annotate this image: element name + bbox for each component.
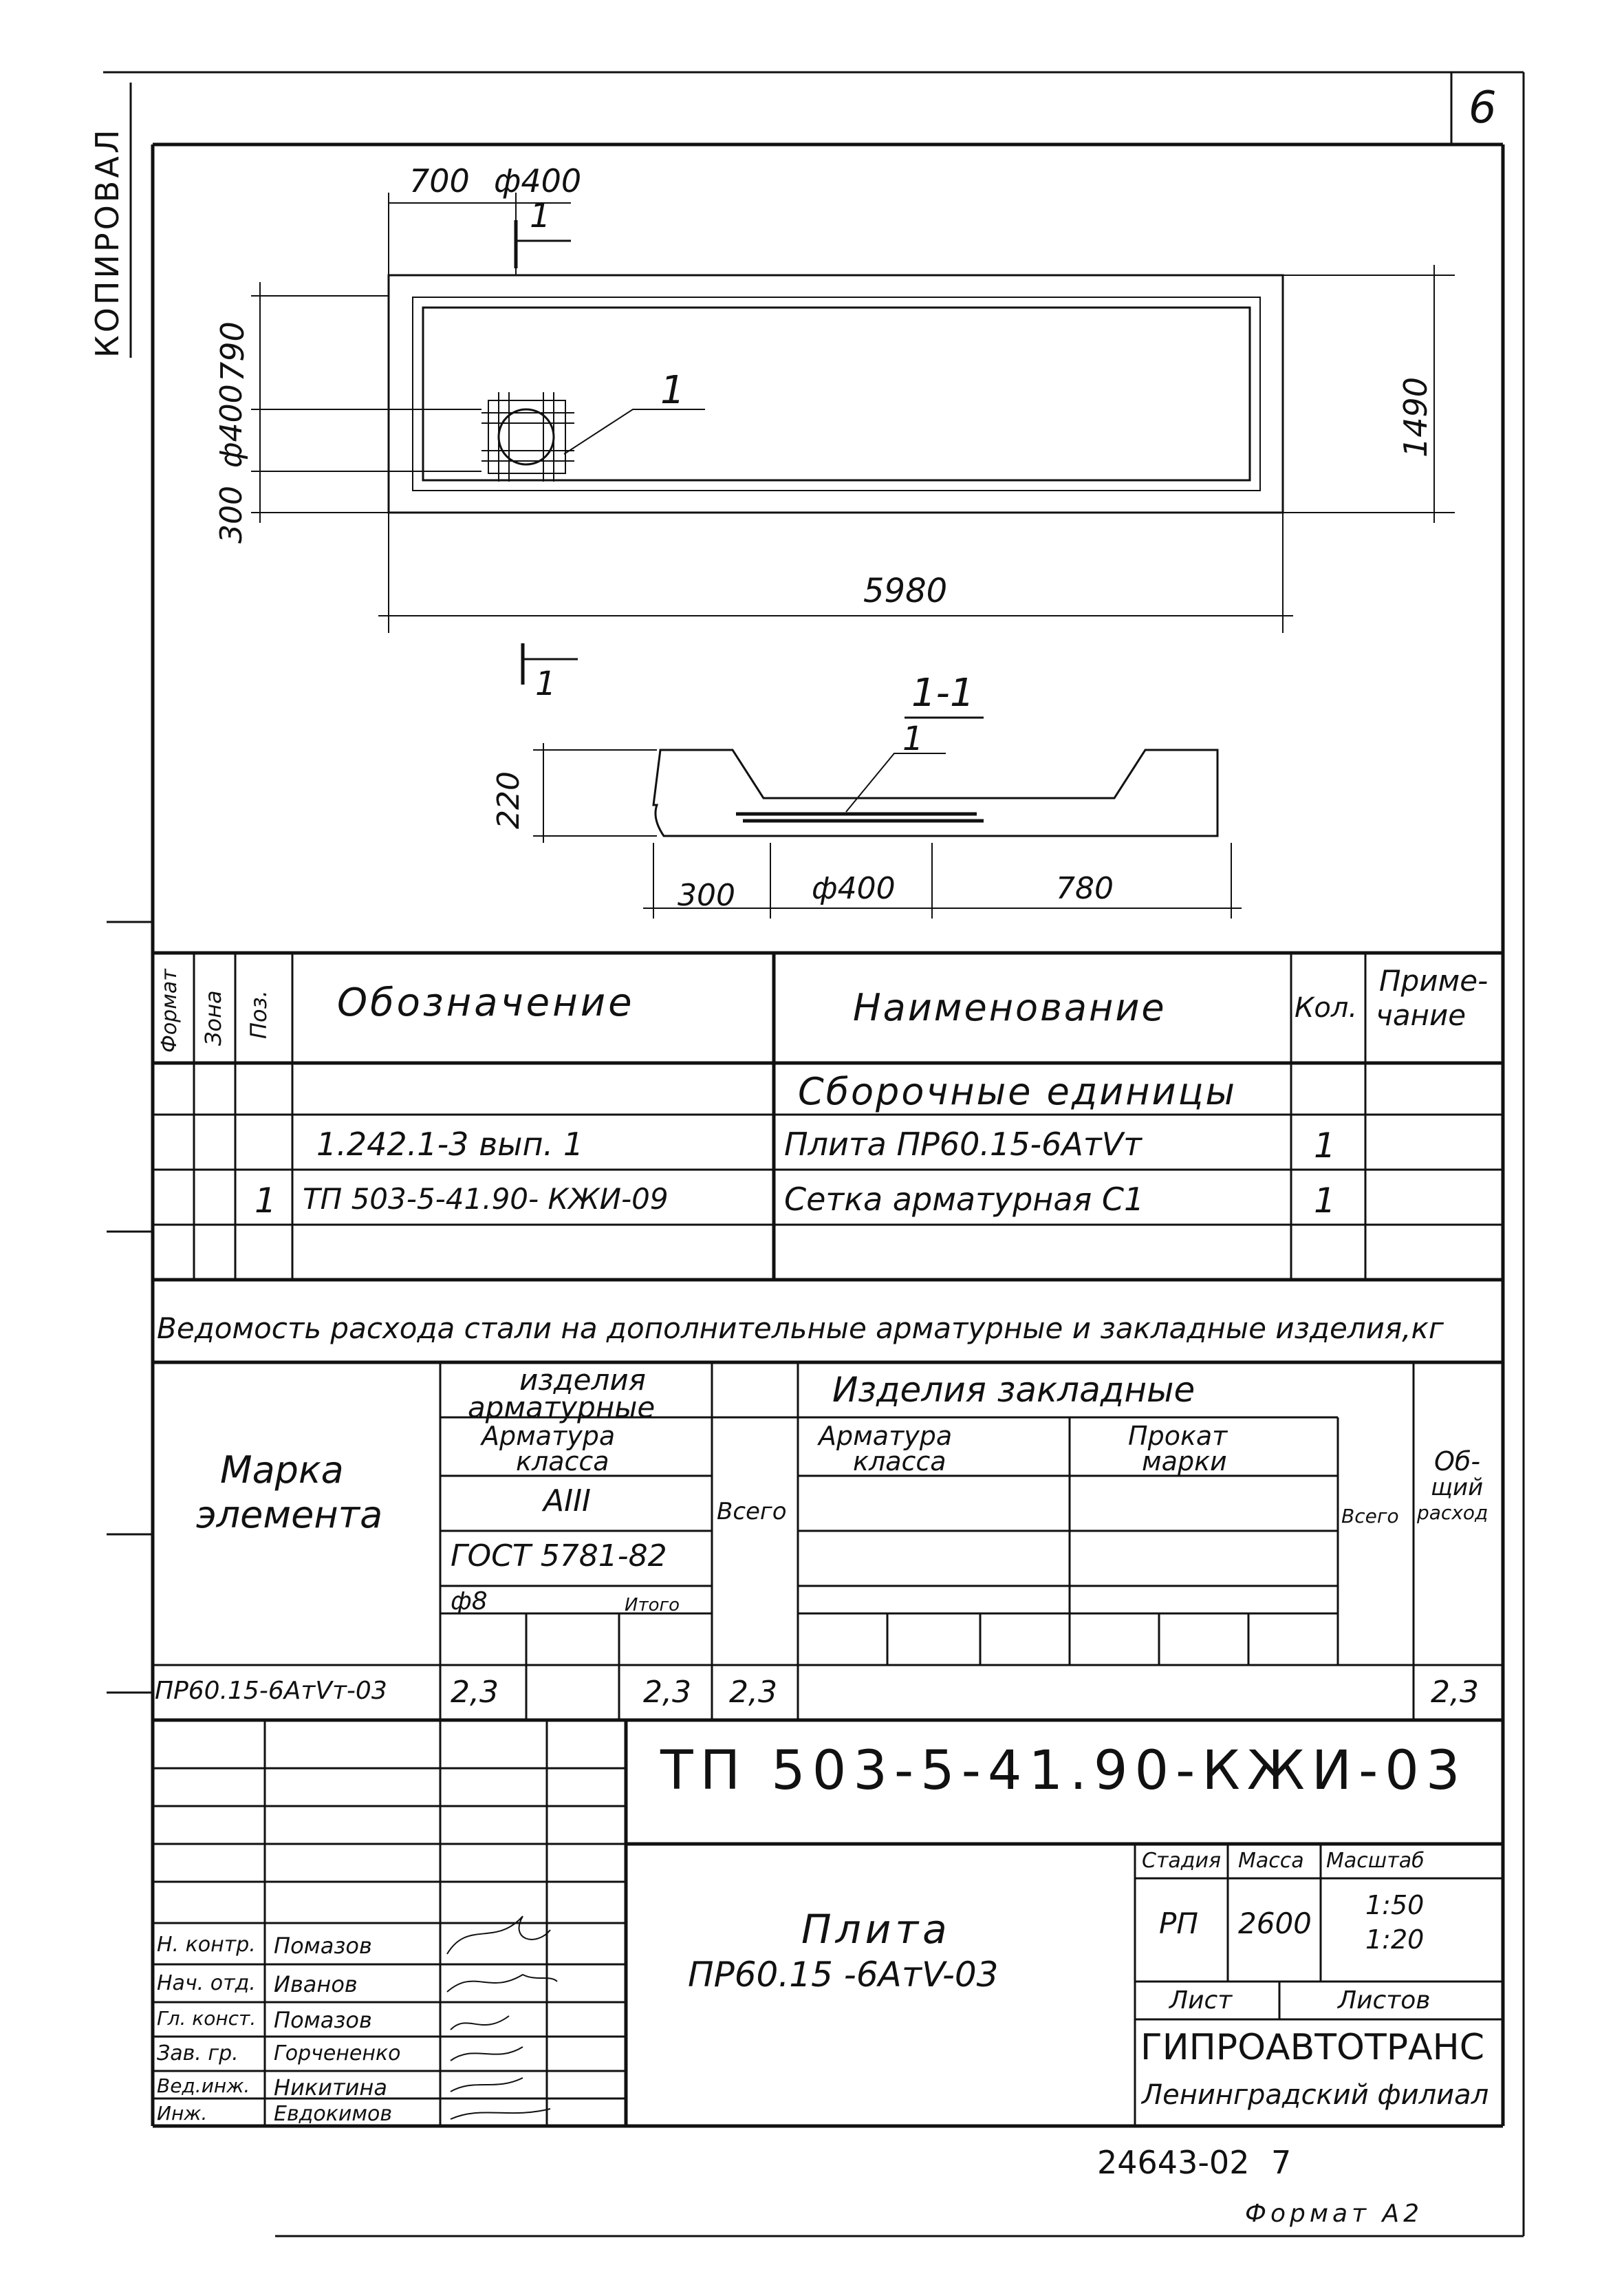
phi8-header: ф8 [451, 1587, 488, 1615]
sig-name-1: Помазов [274, 1933, 372, 1959]
dim-700: 700 [409, 162, 470, 200]
sig-role-4: Зав. гр. [157, 2041, 239, 2065]
emb-reinf-line2: класса [853, 1446, 946, 1477]
section-callout-1: 1 [902, 720, 924, 758]
steel-row-mark: ПР60.15-6АтVт-03 [155, 1677, 387, 1705]
rolled-line1: Прокат [1128, 1421, 1228, 1451]
header-note-line1: Приме- [1379, 964, 1488, 998]
total-line1: Об- [1434, 1446, 1481, 1477]
side-stamp-text: КОПИРОВАЛ [89, 127, 126, 358]
dim-1490: 1490 [1397, 376, 1434, 458]
sig-name-5: Никитина [274, 2074, 387, 2101]
plan-callout-1: 1 [660, 368, 685, 413]
archive-number: 24643-02 [1097, 2144, 1250, 2181]
vsego-header: Всего [717, 1498, 787, 1525]
archive-sheet: 7 [1271, 2144, 1292, 2181]
sig-role-2: Нач. отд. [157, 1971, 256, 1995]
embedded-items-header: Изделия закладные [832, 1370, 1195, 1410]
reinf-items-line1: изделия [519, 1363, 646, 1397]
spec-row1-name: Плита ПР60.15-6АтVт [784, 1126, 1142, 1163]
section-title: 1-1 [911, 671, 975, 716]
mark-header-line1: Марка [220, 1448, 344, 1492]
title-name-line1: Плита [801, 1906, 951, 1953]
sig-name-3: Помазов [274, 2007, 372, 2033]
dim-phi400-top: ф400 [494, 162, 582, 200]
dim-phi400: ф400 [812, 871, 896, 906]
section-mark-top: 1 [530, 197, 551, 235]
dim-300-left: 300 [214, 486, 249, 544]
sig-name-4: Горчененко [274, 2041, 401, 2065]
sig-name-6: Евдокимов [274, 2102, 393, 2126]
sig-role-3: Гл. конст. [157, 2007, 257, 2030]
steel-title: Ведомость расхода стали на дополнительны… [157, 1311, 1444, 1345]
scale-value-line1: 1:50 [1365, 1890, 1425, 1920]
sig-role-1: Н. контр. [157, 1933, 256, 1957]
reinf-items-line2: арматурные [468, 1391, 656, 1424]
reinf-class-line1: Арматура [481, 1421, 616, 1451]
spec-row2-designation: ТП 503-5-41.90- КЖИ-09 [303, 1182, 669, 1216]
spec-section-title: Сборочные единицы [798, 1070, 1237, 1113]
org-branch: Ленинградский филиал [1142, 2079, 1489, 2111]
header-qty: Кол. [1295, 992, 1358, 1024]
dim-780: 780 [1056, 871, 1114, 906]
org-name: ГИПРОАВТОТРАНС [1140, 2027, 1485, 2068]
mass-header: Масса [1238, 1849, 1304, 1873]
dim-phi400-left: ф400 [214, 384, 249, 468]
stage-header: Стадия [1142, 1849, 1222, 1873]
header-zone: Зона [200, 990, 226, 1046]
rolled-line2: марки [1142, 1446, 1227, 1477]
steel-row-phi8: 2,3 [451, 1675, 499, 1710]
emb-vsego-header: Всего [1341, 1505, 1399, 1527]
sheet-number: 6 [1469, 83, 1497, 133]
sheet-label: Лист [1169, 1986, 1233, 2015]
steel-row-vsego: 2,3 [729, 1675, 777, 1710]
class-a3: АIII [543, 1483, 592, 1518]
gost: ГОСТ 5781-82 [451, 1538, 667, 1574]
drawing-code: ТП 503-5-41.90-КЖИ-03 [660, 1740, 1467, 1802]
format-label: Формат А2 [1245, 2200, 1424, 2228]
sig-role-6: Инж. [157, 2102, 208, 2125]
header-note-line2: чание [1376, 998, 1466, 1032]
header-format: Формат [158, 969, 182, 1053]
title-name-line2: ПР60.15 -6АтV-03 [688, 1955, 999, 1995]
dim-300: 300 [678, 878, 735, 913]
spec-row1-qty: 1 [1314, 1126, 1336, 1166]
stage-value: РП [1159, 1907, 1198, 1940]
total-line2: щий [1431, 1474, 1484, 1501]
scale-value-line2: 1:20 [1365, 1924, 1425, 1955]
reinf-class-line2: класса [516, 1446, 609, 1477]
scale-header: Масштаб [1326, 1849, 1425, 1873]
steel-row-total: 2,3 [1431, 1675, 1479, 1710]
header-designation: Обозначение [337, 980, 635, 1025]
steel-row-itogo: 2,3 [643, 1675, 691, 1710]
spec-row2-name: Сетка арматурная С1 [784, 1181, 1145, 1218]
total-line3: расход [1417, 1501, 1488, 1524]
spec-row1-designation: 1.242.1-3 вып. 1 [316, 1126, 584, 1163]
section-mark-bottom: 1 [535, 665, 556, 703]
sig-role-5: Вед.инж. [157, 2074, 250, 2097]
itogo-header: Итого [625, 1595, 680, 1615]
spec-row2-pos: 1 [255, 1181, 277, 1221]
header-pos: Поз. [246, 990, 272, 1039]
spec-row2-qty: 1 [1314, 1181, 1336, 1221]
mark-header-line2: элемента [196, 1493, 383, 1536]
mass-value: 2600 [1238, 1907, 1312, 1940]
sig-name-2: Иванов [274, 1971, 358, 1997]
dim-220: 220 [491, 771, 526, 829]
sheets-label: Листов [1338, 1986, 1431, 2015]
dim-790: 790 [214, 321, 251, 382]
dim-5980: 5980 [863, 572, 948, 610]
header-name: Наименование [853, 986, 1167, 1029]
emb-reinf-line1: Арматура [819, 1421, 953, 1451]
